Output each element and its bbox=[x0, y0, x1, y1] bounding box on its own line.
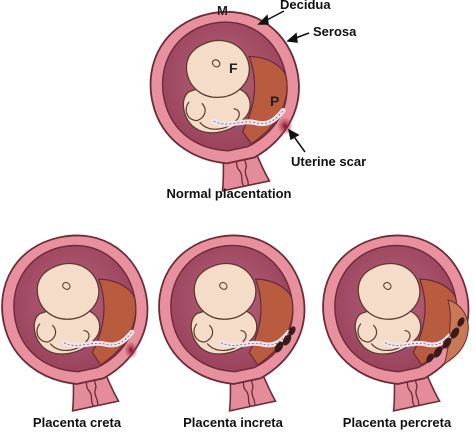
creta-invasion-mark bbox=[125, 342, 137, 358]
percreta-invasion-marks bbox=[426, 317, 465, 363]
label-serosa: Serosa bbox=[313, 24, 357, 39]
uterus-normal bbox=[136, 0, 320, 203]
label-placenta: P bbox=[270, 93, 279, 109]
caption-normal: Normal placentation bbox=[167, 186, 292, 201]
arrow-scar bbox=[287, 128, 306, 153]
caption-increta: Placenta increta bbox=[183, 415, 283, 430]
caption-creta: Placenta creta bbox=[33, 415, 122, 430]
label-muscle: M bbox=[217, 3, 228, 18]
label-uterine-scar: Uterine scar bbox=[291, 154, 366, 169]
increta-invasion-marks bbox=[274, 326, 296, 353]
arrow-serosa bbox=[286, 32, 310, 43]
uterus-creta bbox=[0, 221, 168, 422]
label-fetus: F bbox=[229, 60, 238, 76]
label-decidua: Decidua bbox=[280, 0, 331, 12]
caption-percreta: Placenta percreta bbox=[343, 415, 452, 430]
uterus-increta bbox=[144, 221, 325, 422]
uterus-percreta bbox=[308, 221, 474, 422]
arrow-decidua bbox=[257, 10, 285, 25]
